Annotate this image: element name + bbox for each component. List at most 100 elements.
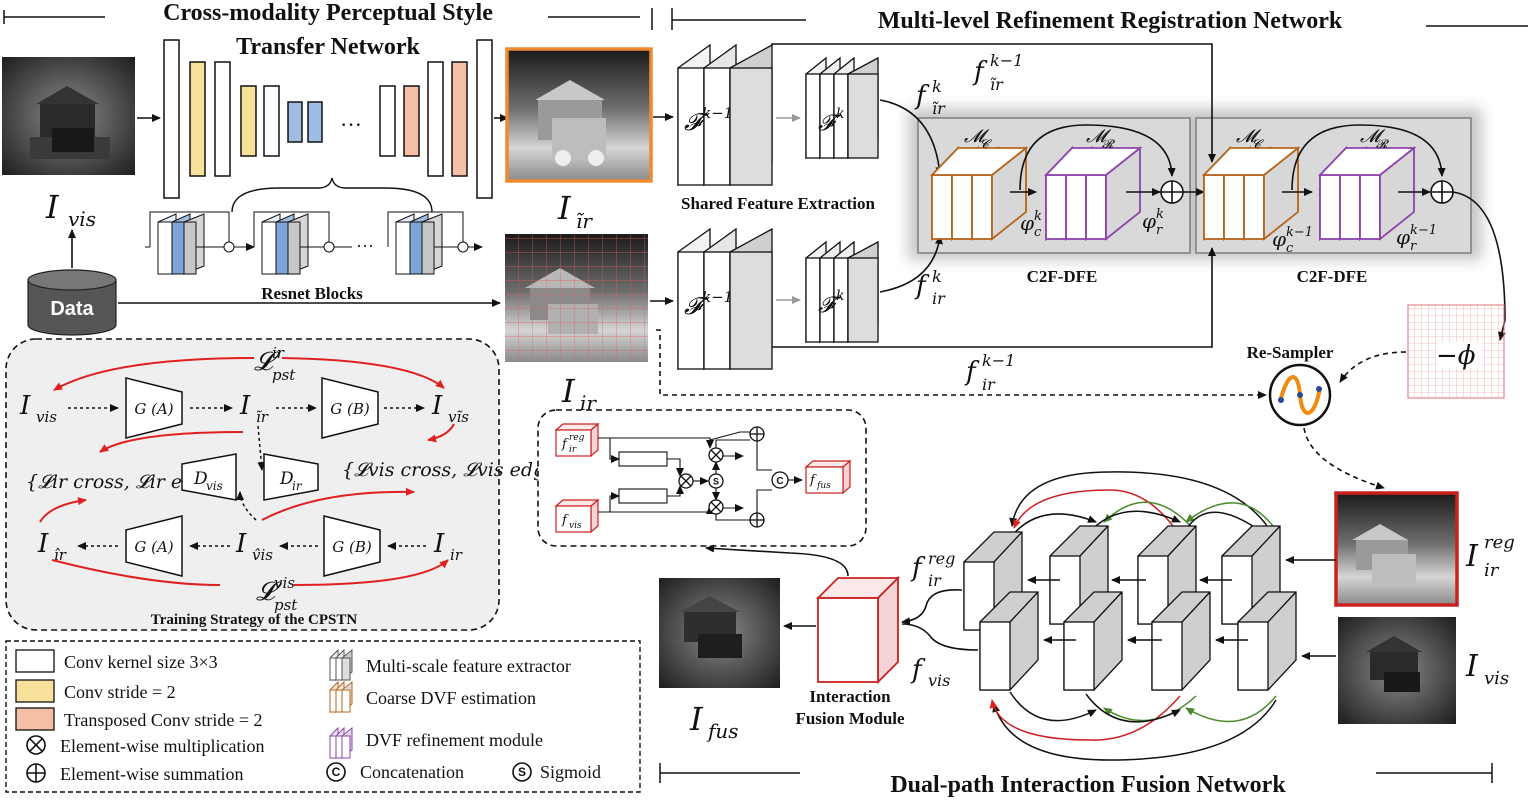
section-rule-dif (659, 763, 1493, 783)
svg-text:pst: pst (272, 366, 296, 384)
cpstn-title-line2: Transfer Network (236, 34, 420, 60)
svg-text:𝓜: 𝓜 (1236, 126, 1262, 147)
svg-text:S: S (713, 477, 719, 487)
svg-text:vis: vis (36, 408, 57, 426)
photo-visible-2 (1338, 617, 1456, 724)
photo-registered-ir (1334, 491, 1459, 607)
legend-box (5, 640, 641, 793)
svg-text:I: I (19, 391, 31, 421)
photo-fake-ir (505, 47, 653, 183)
ifm-label-line2: Fusion Module (795, 709, 905, 728)
svg-text:f: f (914, 81, 930, 111)
encoder-F-km1-top (677, 43, 773, 187)
svg-text:vis: vis (68, 207, 96, 231)
svg-text:···: ··· (356, 236, 374, 256)
ifm-label-line1: Interaction (809, 687, 891, 706)
svg-text:I: I (433, 529, 445, 559)
svg-text:fus: fus (706, 719, 739, 743)
svg-text:𝓜: 𝓜 (964, 126, 990, 147)
concat-icon: C (326, 762, 346, 782)
photo-visible-input (2, 57, 135, 175)
svg-text:k: k (1156, 207, 1164, 222)
svg-text:c: c (1286, 241, 1294, 256)
svg-text:D: D (279, 469, 294, 489)
svg-text:k−1: k−1 (982, 351, 1015, 370)
svg-text:f: f (910, 655, 926, 685)
svg-text:φ: φ (1272, 227, 1286, 251)
label-I-fus: I (689, 700, 704, 738)
sum-node-1 (1160, 180, 1184, 204)
data-cylinder (27, 269, 117, 336)
fusion-path-arrows (1027, 556, 1336, 660)
resampler-label: Re-Sampler (1247, 343, 1334, 362)
ifm-ops (678, 426, 789, 528)
svg-text:ir: ir (292, 479, 303, 493)
label-I-vis: I (45, 188, 60, 226)
svg-text:S: S (518, 765, 526, 779)
svg-text:Conv kernel size 3×3: Conv kernel size 3×3 (64, 652, 218, 672)
refine-icon (329, 726, 353, 760)
label-I-ir-tilde: I (557, 189, 572, 227)
svg-text:f: f (561, 437, 569, 452)
resnet-label: Resnet Blocks (261, 284, 363, 303)
generator-GA-bottom (125, 515, 183, 577)
svg-text:𝓡: 𝓡 (1102, 137, 1116, 151)
svg-text:ir: ir (1484, 560, 1500, 581)
discriminator-Dvis (181, 453, 237, 501)
svg-text:Sigmoid: Sigmoid (540, 762, 601, 782)
svg-text:pst: pst (274, 596, 298, 614)
section-rule-mrrn (671, 8, 1528, 30)
svg-text:k−1: k−1 (702, 288, 733, 306)
svg-text:k: k (932, 77, 942, 96)
svg-text:𝓜: 𝓜 (1086, 126, 1112, 147)
section-rule-cpstn (3, 8, 653, 30)
svg-text:Transposed Conv stride = 2: Transposed Conv stride = 2 (64, 710, 263, 730)
svg-text:C: C (332, 765, 341, 779)
svg-text:Element-wise summation: Element-wise summation (60, 764, 243, 784)
svg-text:ir: ir (932, 289, 946, 308)
generator-ellipsis: ··· (340, 112, 362, 137)
c2f-label-1: C2F-DFE (1027, 267, 1098, 286)
label-I-ir: I (561, 372, 576, 410)
svg-text:φ: φ (1396, 225, 1410, 249)
svg-text:D: D (193, 469, 208, 489)
dif-title: Dual-path Interaction Fusion Network (890, 772, 1286, 798)
svg-text:G (A): G (A) (134, 400, 173, 418)
svg-text:f: f (972, 57, 988, 87)
svg-text:ĩr: ĩr (256, 408, 269, 426)
label-I-reg: I (1465, 539, 1479, 574)
svg-text:Multi-scale feature extractor: Multi-scale feature extractor (366, 656, 571, 676)
svg-text:C: C (776, 476, 783, 487)
svg-text:G (B): G (B) (332, 538, 372, 556)
svg-text:Coarse DVF estimation: Coarse DVF estimation (366, 688, 536, 708)
fusion-blocks-bottom (979, 591, 1297, 691)
svg-text:ir: ir (272, 344, 285, 362)
svg-text:v̂is: v̂is (252, 546, 273, 564)
svg-text:ir: ir (928, 571, 942, 590)
mrrn-title: Multi-level Refinement Registration Netw… (878, 8, 1343, 34)
encoder-F-k-top (805, 56, 879, 160)
svg-text:vis: vis (206, 479, 223, 493)
svg-text:ir: ir (982, 375, 996, 394)
svg-text:φ: φ (1020, 211, 1034, 235)
svg-text:r: r (1156, 223, 1163, 238)
sum-node-2 (1430, 180, 1454, 204)
svg-text:fus: fus (816, 481, 831, 491)
svg-text:I: I (37, 529, 49, 559)
svg-text:ĩr: ĩr (932, 99, 946, 118)
label-I-vis-2: I (1465, 649, 1479, 684)
svg-text:vis: vis (928, 671, 950, 690)
encoder-F-km1-bottom (677, 227, 773, 371)
data-label: Data (50, 298, 94, 320)
svg-text:k: k (932, 267, 942, 286)
training-caption: Training Strategy of the CPSTN (151, 612, 358, 628)
ifm-input-freg (554, 422, 600, 458)
generator-layers (163, 39, 493, 199)
svg-text:vis: vis (1484, 668, 1509, 689)
neg-phi-label: −ϕ (1436, 341, 1476, 371)
svg-text:Concatenation: Concatenation (360, 762, 464, 782)
svg-text:vĩs: vĩs (448, 408, 469, 426)
fusion-arcs (989, 471, 1277, 761)
cpstn-title-line1: Cross-modality Perceptual Style (163, 0, 493, 26)
interaction-fusion-module (815, 575, 901, 685)
